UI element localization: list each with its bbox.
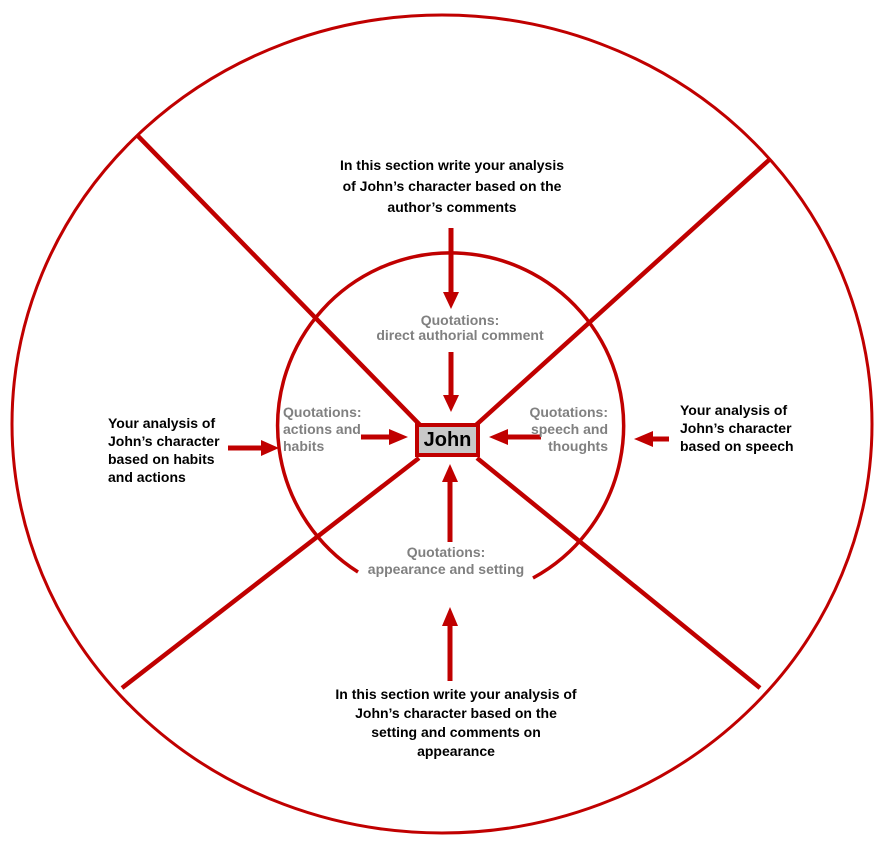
text-line: John’s character	[108, 433, 220, 449]
diagonal-bottom-right	[475, 456, 762, 690]
text-line: Quotations:	[420, 312, 500, 328]
text-line: Quotations:	[529, 404, 608, 420]
text-line: based on speech	[680, 438, 794, 454]
diagonal-top-left	[135, 133, 422, 427]
text-line: actions and	[283, 421, 361, 437]
diagonal-top-right	[474, 158, 771, 427]
text-line: of John’s character based on the	[342, 178, 562, 194]
label-analysis-speech: Your analysis of John’s character based …	[680, 401, 820, 455]
text-line: speech and	[530, 421, 608, 437]
label-quotations-appearance-setting: Quotations: appearance and setting	[346, 544, 546, 578]
text-line: appearance and setting	[367, 561, 525, 577]
character-name-box: John	[415, 423, 480, 457]
label-quotations-authorial-comment: Quotations: direct authorial comment	[330, 313, 590, 343]
arrow-bottom-outer	[442, 607, 458, 681]
label-quotations-speech-thoughts: Quotations: speech and thoughts	[518, 404, 608, 455]
arrow-top-inner	[443, 352, 459, 412]
arrow-bottom-inner	[442, 464, 458, 542]
text-line: habits	[283, 438, 325, 454]
text-line: appearance	[417, 743, 495, 759]
label-quotations-actions-habits: Quotations: actions and habits	[283, 404, 373, 455]
text-line: In this section write your analysis	[339, 157, 565, 173]
arrow-right-inner	[489, 429, 541, 445]
arrow-left-inner	[361, 429, 408, 445]
text-line: thoughts	[548, 438, 608, 454]
outer-circle	[10, 13, 874, 835]
text-line: based on habits	[108, 451, 215, 467]
arrow-top-outer	[443, 228, 459, 309]
text-line: Quotations:	[406, 544, 486, 560]
text-line: John’s character	[680, 420, 792, 436]
text-line: and actions	[108, 469, 186, 485]
text-line: author’s comments	[387, 199, 517, 215]
arrow-left-outer	[228, 440, 279, 456]
arrow-right-outer	[634, 431, 669, 447]
label-analysis-habits-actions: Your analysis of John’s character based …	[108, 414, 248, 486]
text-line: Your analysis of	[108, 415, 216, 431]
text-line: setting and comments on	[371, 724, 541, 740]
text-line: Your analysis of	[680, 402, 788, 418]
text-line: direct authorial comment	[376, 327, 544, 343]
text-line: In this section write your analysis of	[335, 686, 577, 702]
label-analysis-setting-appearance: In this section write your analysis of J…	[286, 685, 626, 761]
diagonal-bottom-left	[120, 456, 421, 690]
inner-circle	[275, 251, 626, 580]
label-analysis-author-comments: In this section write your analysis of J…	[282, 155, 622, 218]
text-line: Quotations:	[283, 404, 362, 420]
text-line: John’s character based on the	[355, 705, 557, 721]
